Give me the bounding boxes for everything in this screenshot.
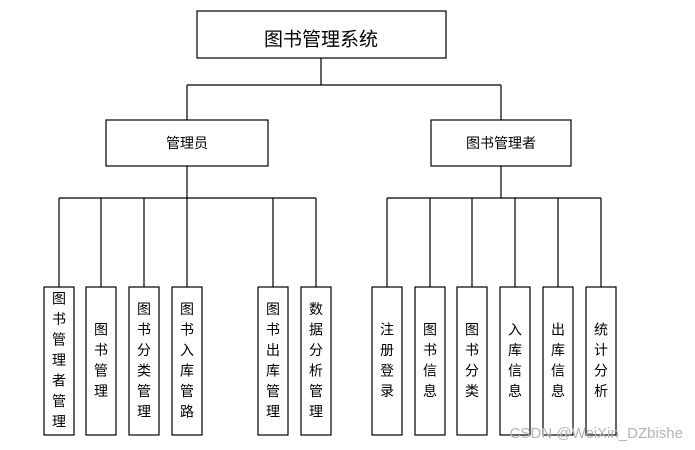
branch-label-admin: 管理员 [166, 136, 208, 152]
leaf-node-1-1: 图书信息 [414, 286, 446, 436]
leaf-box [43, 286, 75, 436]
leaf-label: 入库信息 [508, 322, 522, 400]
leaf-box [171, 286, 203, 436]
watermark: CSDN @WeiXin_DZbishe [509, 425, 683, 442]
leaf-box [542, 286, 574, 436]
leaf-node-0-0: 图书管理者管理 [43, 286, 75, 436]
connector-lines [58, 58, 602, 287]
leaf-label: 图书出库管理 [266, 302, 280, 421]
leaf-label: 图书分类 [465, 322, 479, 400]
leaf-box [128, 286, 160, 436]
root-label: 图书管理系统 [264, 29, 378, 51]
leaf-box [371, 286, 403, 436]
leaf-node-0-3: 图书入库管路 [171, 286, 203, 436]
leaf-node-0-2: 图书分类管理 [128, 286, 160, 436]
leaf-label: 出库信息 [551, 322, 565, 400]
leaf-node-1-5: 统计分析 [585, 286, 617, 436]
root-node: 图书管理系统 [196, 10, 447, 59]
leaf-box [499, 286, 531, 436]
leaf-box [585, 286, 617, 436]
branch-node-admin: 管理员 [105, 119, 269, 167]
leaf-node-1-3: 入库信息 [499, 286, 531, 436]
leaf-label: 数据分析管理 [309, 302, 323, 421]
leaf-node-1-0: 注册登录 [371, 286, 403, 436]
leaf-label: 图书分类管理 [137, 302, 151, 421]
leaf-node-1-2: 图书分类 [456, 286, 488, 436]
leaf-node-0-1: 图书管理 [85, 286, 117, 436]
leaf-label: 图书管理者管理 [52, 292, 66, 431]
leaf-label: 图书入库管路 [180, 302, 194, 421]
leaf-nodes: 图书管理者管理 图书管理 图书分类管理 图书入库管路 图书出库管理 数据分析管理 注册登录 图… [43, 286, 617, 436]
leaf-node-0-5: 数据分析管理 [300, 286, 332, 436]
leaf-box [414, 286, 446, 436]
branch-node-librarian: 图书管理者 [430, 119, 572, 167]
leaf-node-1-4: 出库信息 [542, 286, 574, 436]
leaf-label: 注册登录 [380, 322, 394, 400]
leaf-label: 图书管理 [94, 322, 108, 400]
leaf-node-0-4: 图书出库管理 [257, 286, 289, 436]
leaf-box [257, 286, 289, 436]
leaf-label: 图书信息 [423, 322, 437, 400]
leaf-box [456, 286, 488, 436]
leaf-box [300, 286, 332, 436]
leaf-label: 统计分析 [594, 322, 608, 400]
leaf-box [85, 286, 117, 436]
branch-label-librarian: 图书管理者 [466, 136, 536, 152]
